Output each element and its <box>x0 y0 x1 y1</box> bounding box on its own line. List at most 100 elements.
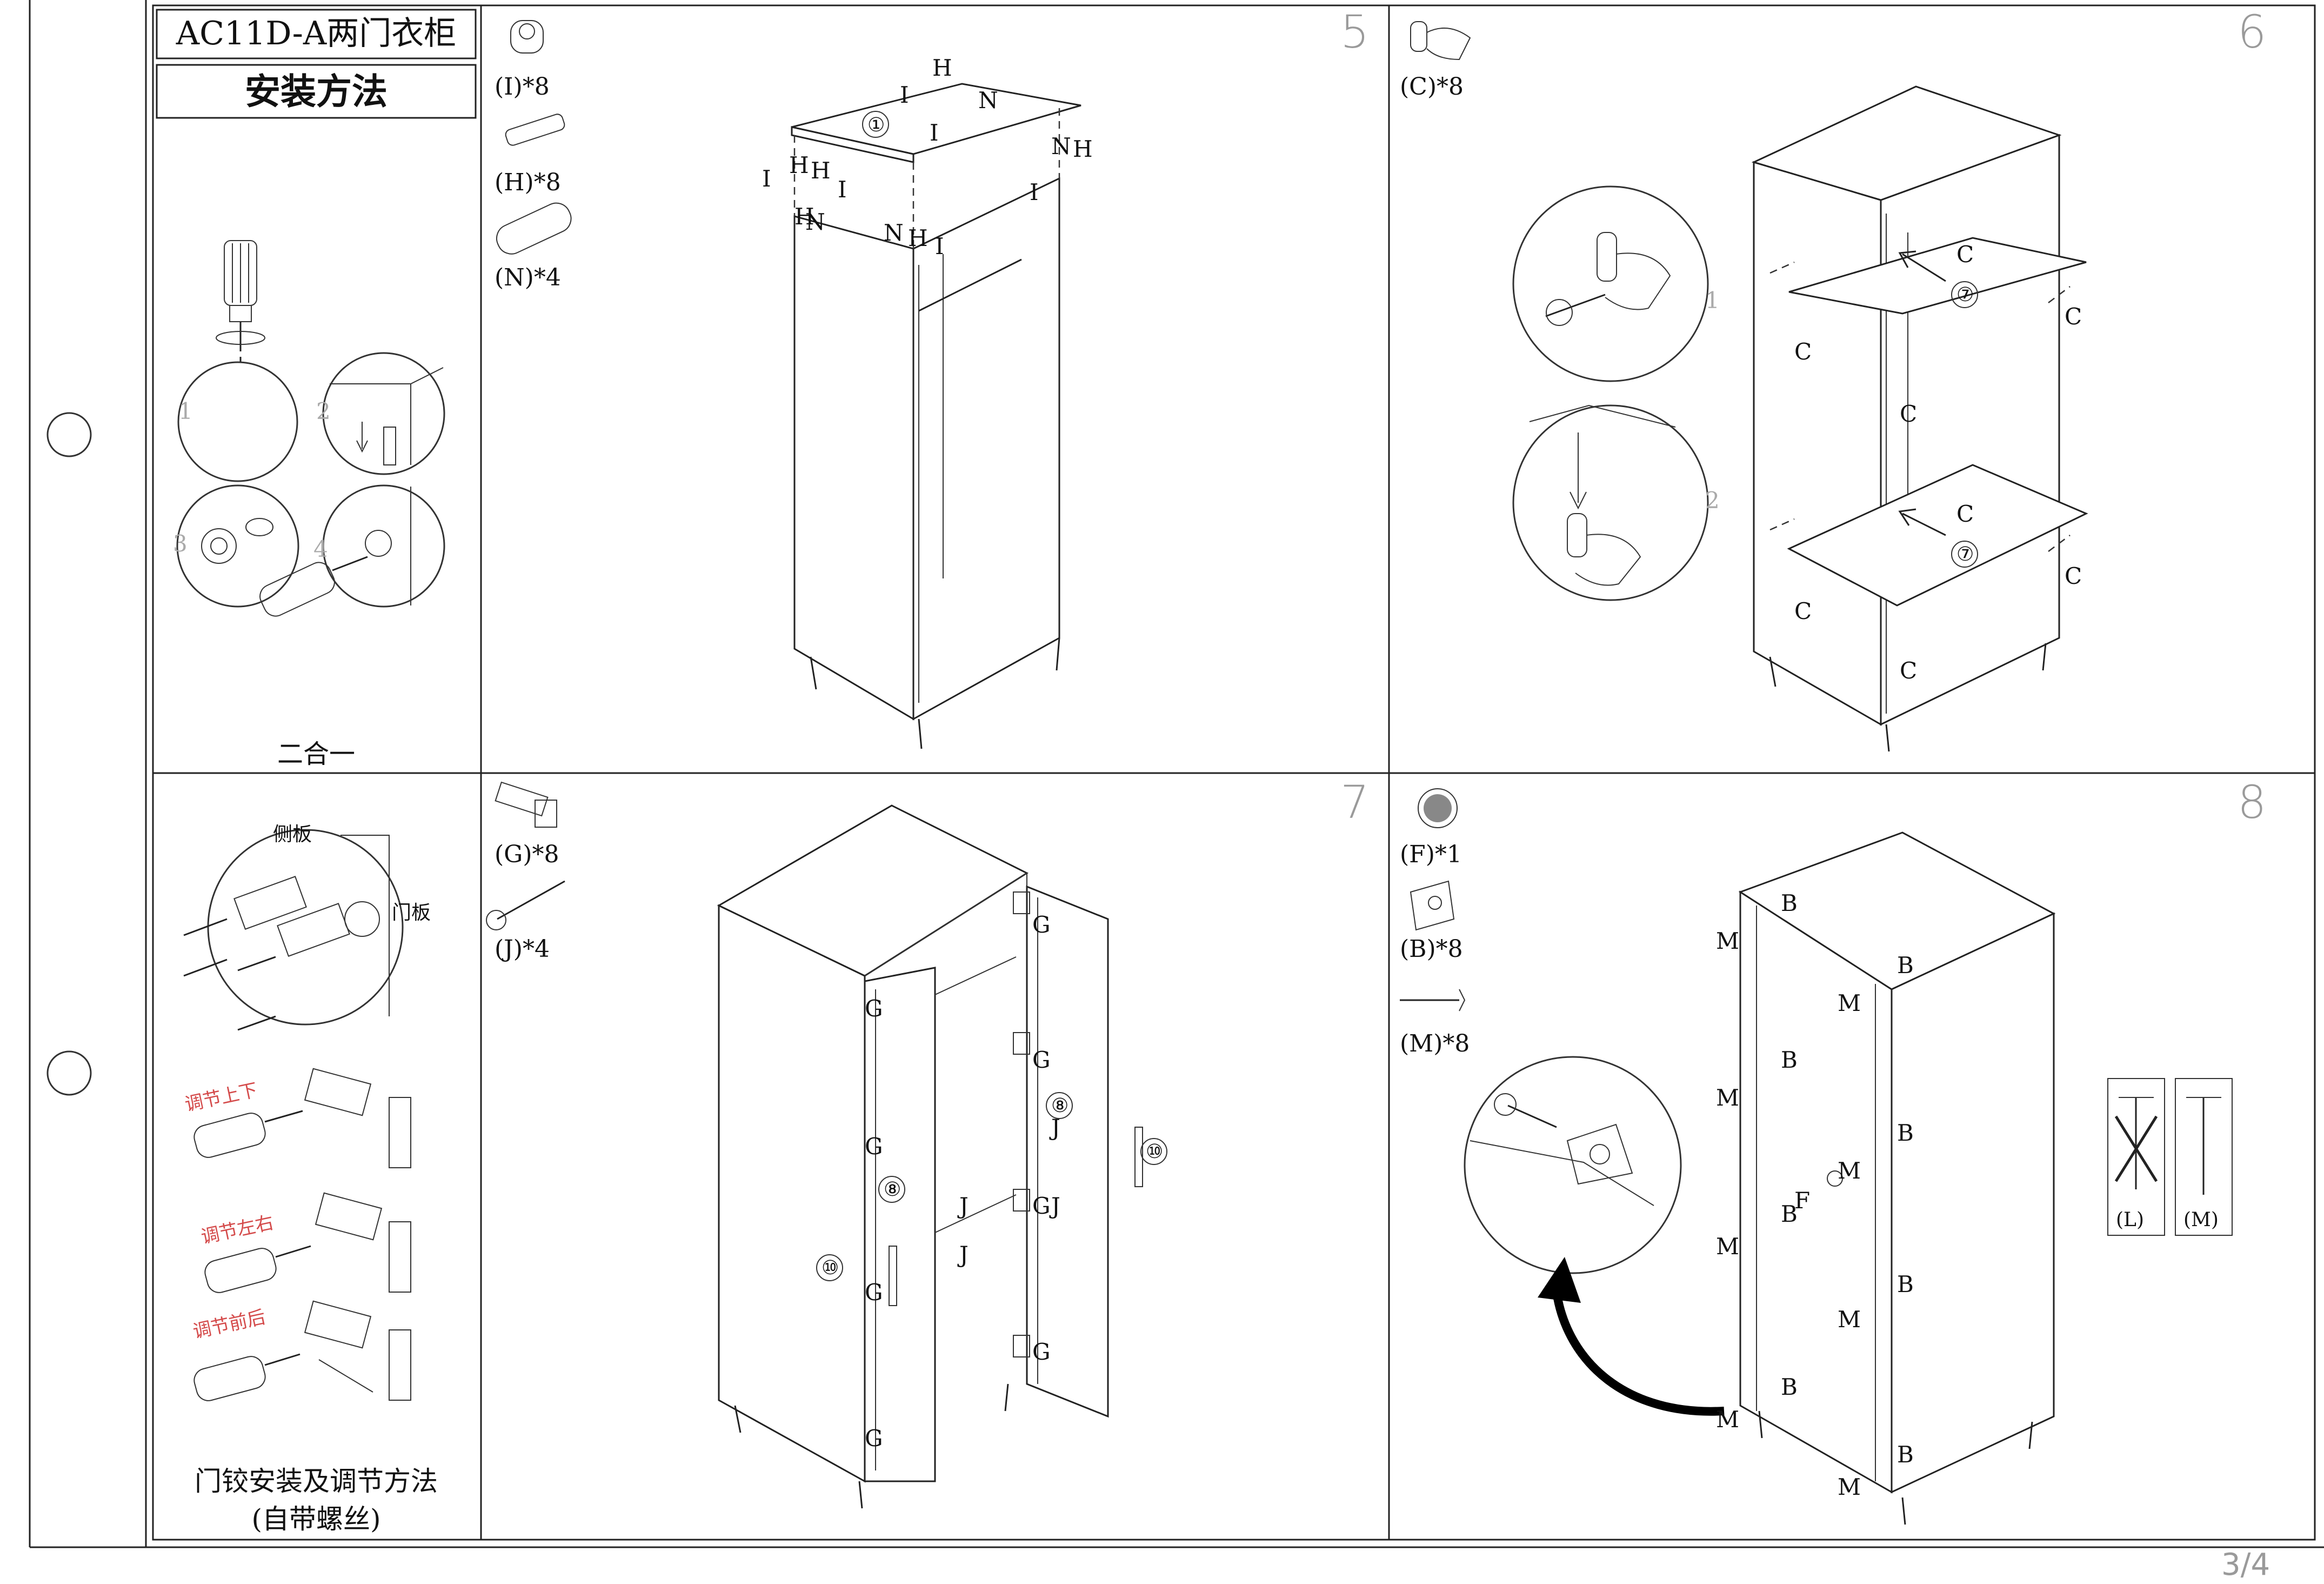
hinge-caption-line1: 门铰安装及调节方法 <box>195 1466 438 1497</box>
part-label: (N)*4 <box>495 264 561 291</box>
svg-text:N: N <box>884 219 904 246</box>
svg-text:C: C <box>2065 303 2082 330</box>
svg-text:I: I <box>930 119 939 146</box>
adjust-leftright-figure <box>204 1192 411 1293</box>
hinge-caption-line2: (自带螺丝) <box>251 1503 381 1535</box>
svg-text:I: I <box>762 165 771 192</box>
adjust-frontback-figure <box>193 1300 411 1401</box>
svg-text:H: H <box>811 157 831 184</box>
handle-screw-icon <box>486 880 565 930</box>
part-label: (F)*1 <box>1400 841 1462 868</box>
step-number: 7 <box>1340 776 1370 829</box>
svg-text:B: B <box>1781 1047 1798 1073</box>
svg-text:H: H <box>789 152 809 178</box>
svg-text:B: B <box>1781 1374 1798 1400</box>
screw-icon <box>183 918 276 1031</box>
svg-text:F: F <box>1794 1187 1810 1214</box>
binder-hole <box>46 412 92 457</box>
svg-text:N: N <box>805 209 825 235</box>
svg-text:M: M <box>1716 1084 1739 1111</box>
svg-text:G: G <box>865 1425 883 1452</box>
svg-text:H: H <box>908 225 928 251</box>
svg-text:2: 2 <box>1705 487 1720 514</box>
camlock-caption: 二合一 <box>277 739 355 769</box>
binder-hole <box>46 1050 92 1096</box>
svg-text:J: J <box>957 1241 969 1268</box>
svg-text:B: B <box>1897 1271 1914 1297</box>
svg-text:M: M <box>1716 928 1739 954</box>
svg-text:C: C <box>1900 401 1917 427</box>
corner-bracket-icon <box>1410 880 1455 931</box>
bolt-icon <box>505 114 565 146</box>
svg-text:⑩: ⑩ <box>822 1257 839 1279</box>
part-label: (M)*8 <box>1400 1030 1470 1057</box>
screw-icon <box>1545 294 1606 326</box>
svg-text:G: G <box>865 1133 883 1160</box>
part-label: (J)*4 <box>495 935 550 963</box>
svg-text:C: C <box>2065 563 2082 589</box>
model-title: AC11D-A两门衣柜 <box>176 15 457 52</box>
svg-text:C: C <box>1794 338 1812 365</box>
svg-text:J: J <box>957 1193 969 1219</box>
part-label: (I)*8 <box>495 73 550 101</box>
step-number: 5 <box>1340 5 1370 58</box>
hinge-icon <box>495 781 557 828</box>
step-number: 8 <box>2238 776 2267 829</box>
svg-text:C: C <box>1956 241 1974 268</box>
svg-text:H: H <box>1073 136 1093 162</box>
svg-text:M: M <box>1838 1474 1861 1500</box>
part-label: (H)*8 <box>495 169 561 196</box>
svg-text:G: G <box>1032 1193 1051 1219</box>
shelf-pin-icon <box>1410 21 1471 61</box>
step-number: 6 <box>2238 5 2267 58</box>
svg-text:⑧: ⑧ <box>1051 1095 1068 1117</box>
svg-text:I: I <box>900 82 909 108</box>
svg-text:G: G <box>865 995 883 1022</box>
svg-text:⑦: ⑦ <box>1956 543 1974 565</box>
page-number: 3/4 <box>2221 1547 2270 1582</box>
svg-text:H: H <box>794 203 814 230</box>
svg-text:I: I <box>1030 179 1039 205</box>
part-label: (B)*8 <box>1400 935 1463 963</box>
svg-text:1: 1 <box>1705 287 1720 314</box>
adjust-updown-figure <box>193 1068 411 1168</box>
svg-text:⑦: ⑦ <box>1956 284 1974 306</box>
screw-icon <box>1494 1093 1557 1128</box>
part-label: (C)*8 <box>1400 73 1464 101</box>
svg-text:B: B <box>1897 1120 1914 1146</box>
svg-text:C: C <box>1900 657 1917 684</box>
svg-text:M: M <box>1716 1406 1739 1433</box>
svg-text:1: 1 <box>178 398 193 424</box>
svg-text:G: G <box>865 1279 883 1306</box>
svg-text:B: B <box>1897 952 1914 979</box>
wood-screw-icon <box>1400 989 1466 1011</box>
wrong-screw-icon <box>2114 1097 2158 1189</box>
correct-screw-icon <box>2186 1097 2221 1195</box>
svg-text:B: B <box>1897 1441 1914 1468</box>
svg-text:J: J <box>1049 1114 1060 1141</box>
svg-text:B: B <box>1781 1201 1798 1227</box>
svg-text:G: G <box>1032 911 1051 938</box>
svg-text:N: N <box>978 87 998 114</box>
cam-lock-icon <box>510 20 544 54</box>
svg-text:C: C <box>1794 598 1812 624</box>
svg-text:①: ① <box>867 114 885 136</box>
svg-text:G: G <box>1032 1339 1051 1365</box>
